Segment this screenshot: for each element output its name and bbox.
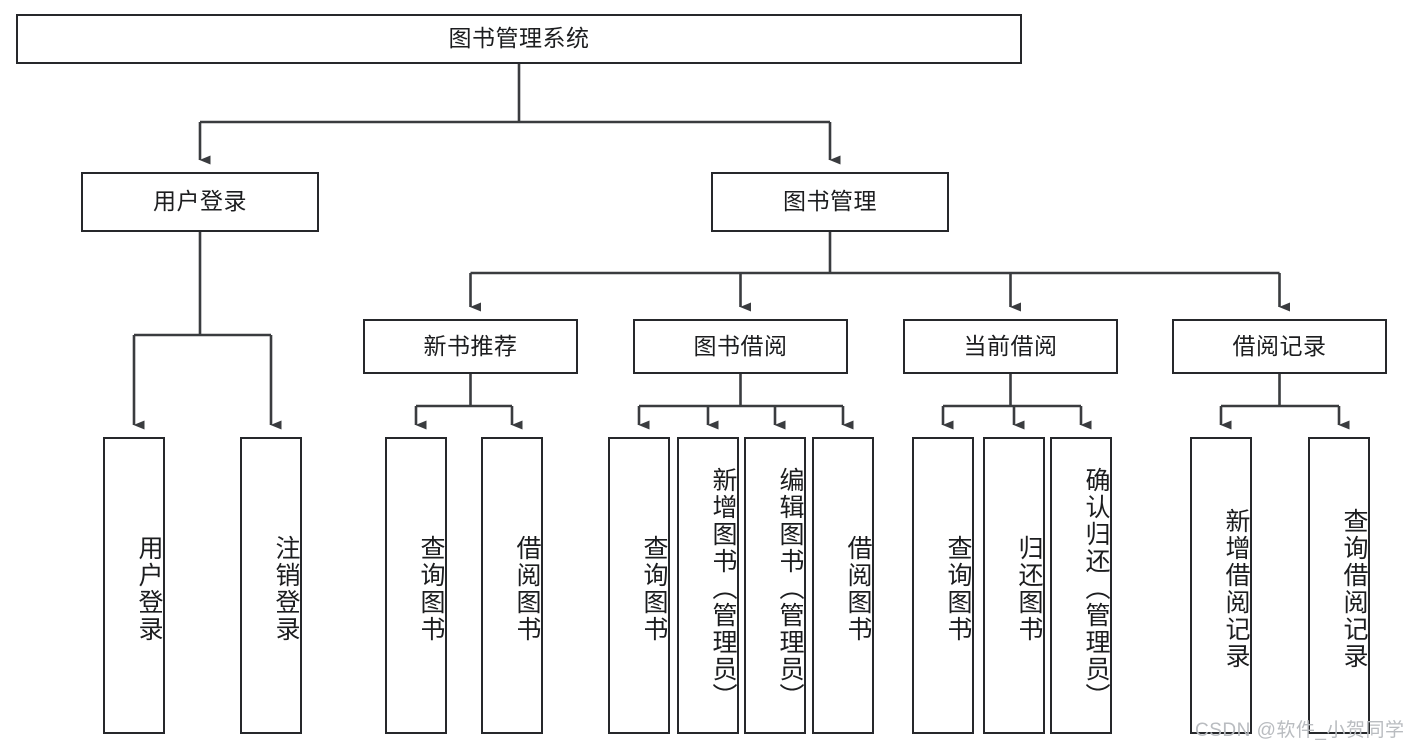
- node-borrow-record: 借阅记录: [1172, 319, 1387, 374]
- node-label: 查询图书: [417, 534, 445, 643]
- node-label: 用户登录: [153, 188, 247, 215]
- node-label: 图书管理系统: [448, 25, 590, 52]
- node-label: 新增借阅记录: [1222, 507, 1250, 670]
- node-leaf-logout: 注销登录: [240, 437, 302, 734]
- node-new-book-recommend: 新书推荐: [363, 319, 578, 374]
- node-leaf-user-login: 用户登录: [103, 437, 165, 734]
- node-label: 查询图书: [640, 534, 668, 643]
- node-label: 查询图书: [944, 534, 972, 643]
- node-label: 归还图书: [1015, 534, 1043, 643]
- node-leaf-query-book-new: 查询图书: [385, 437, 447, 734]
- node-label: 借阅图书: [513, 534, 541, 643]
- node-label: 新书推荐: [423, 332, 518, 359]
- node-label: 编辑图书（管理员）: [776, 467, 804, 710]
- node-leaf-return-book: 归还图书: [983, 437, 1045, 734]
- node-label: 图书管理: [783, 188, 877, 215]
- node-label: 确认归还（管理员）: [1082, 467, 1110, 710]
- node-book-management: 图书管理: [711, 172, 949, 232]
- node-user-login: 用户登录: [81, 172, 319, 232]
- node-leaf-edit-book-admin: 编辑图书（管理员）: [744, 437, 806, 734]
- node-leaf-add-book-admin: 新增图书（管理员）: [677, 437, 739, 734]
- node-leaf-borrow-book: 借阅图书: [812, 437, 874, 734]
- node-book-borrow: 图书借阅: [633, 319, 848, 374]
- node-label: 用户登录: [135, 534, 163, 643]
- node-leaf-borrow-book-new: 借阅图书: [481, 437, 543, 734]
- node-leaf-query-book-current: 查询图书: [912, 437, 974, 734]
- node-current-borrow: 当前借阅: [903, 319, 1118, 374]
- node-leaf-query-borrow-record: 查询借阅记录: [1308, 437, 1370, 734]
- node-label: 借阅记录: [1232, 332, 1327, 359]
- node-label: 图书借阅: [693, 332, 788, 359]
- node-root: 图书管理系统: [16, 14, 1022, 64]
- node-label: 注销登录: [272, 534, 300, 643]
- node-label: 查询借阅记录: [1340, 507, 1368, 670]
- csdn-watermark: CSDN @软件_小贺同学: [1195, 720, 1405, 741]
- node-label: 当前借阅: [963, 332, 1058, 359]
- node-label: 新增图书（管理员）: [709, 467, 737, 710]
- node-leaf-add-borrow-record: 新增借阅记录: [1190, 437, 1252, 734]
- node-leaf-query-book-borrow: 查询图书: [608, 437, 670, 734]
- node-leaf-confirm-return-admin: 确认归还（管理员）: [1050, 437, 1112, 734]
- node-label: 借阅图书: [844, 534, 872, 643]
